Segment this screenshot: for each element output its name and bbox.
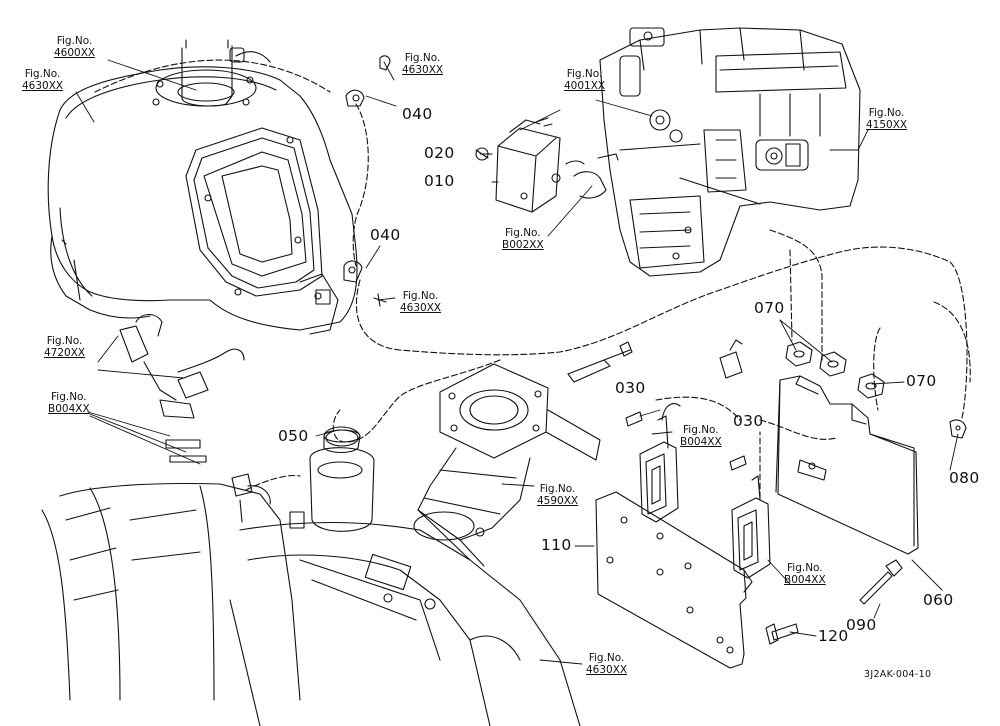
lower-frame (41, 426, 581, 726)
part-number-080: 080 (949, 469, 980, 487)
box-part-010 (475, 117, 619, 213)
wire-harness (94, 59, 971, 499)
part-number-060: 060 (923, 591, 954, 609)
mount-plate-110 (325, 403, 799, 669)
callout-fig-4001: Fig.No.4001XX (564, 68, 606, 92)
tank-housing (47, 39, 358, 335)
callout-fig-4630-top: Fig.No.4630XX (402, 52, 444, 76)
callout-fig-4630-bottom: Fig.No.4630XX (586, 652, 628, 676)
callout-fig-b002: Fig.No.B002XX (502, 227, 544, 251)
callout-fig-b004-lower: Fig.No.B004XX (784, 562, 826, 586)
callout-fig-b004-left: Fig.No.B004XX (48, 391, 90, 415)
engine-block (599, 27, 861, 277)
part-number-040-upper: 040 (402, 105, 433, 123)
callout-fig-4590: Fig.No.4590XX (537, 483, 579, 507)
part-number-040-lower: 040 (370, 226, 401, 244)
part-number-070-left: 070 (754, 299, 785, 317)
part-number-020: 020 (424, 144, 455, 162)
exhaust-catalyst (413, 341, 633, 567)
grommets-070 (785, 341, 885, 399)
callout-fig-b004-upper: Fig.No.B004XX (680, 424, 722, 448)
clamps-040 (343, 55, 391, 307)
hose-assembly (119, 313, 245, 463)
bracket-060 (775, 341, 967, 605)
callout-fig-4600: Fig.No.4600XX (54, 35, 96, 59)
part-number-030-lower: 030 (733, 412, 764, 430)
connectors (231, 339, 743, 523)
drawing-code: 3J2AK-004-10 (864, 669, 932, 680)
part-number-030-upper: 030 (615, 379, 646, 397)
part-number-090: 090 (846, 616, 877, 634)
callout-fig-4150: Fig.No.4150XX (866, 107, 908, 131)
part-number-070-right: 070 (906, 372, 937, 390)
callout-fig-4630-mid: Fig.No.4630XX (400, 290, 442, 314)
callout-fig-4720: Fig.No.4720XX (44, 335, 86, 359)
part-number-110: 110 (541, 536, 572, 554)
part-number-050: 050 (278, 427, 309, 445)
part-number-120: 120 (818, 627, 849, 645)
callout-fig-4630-top-left: Fig.No.4630XX (22, 68, 64, 92)
part-number-010: 010 (424, 172, 455, 190)
